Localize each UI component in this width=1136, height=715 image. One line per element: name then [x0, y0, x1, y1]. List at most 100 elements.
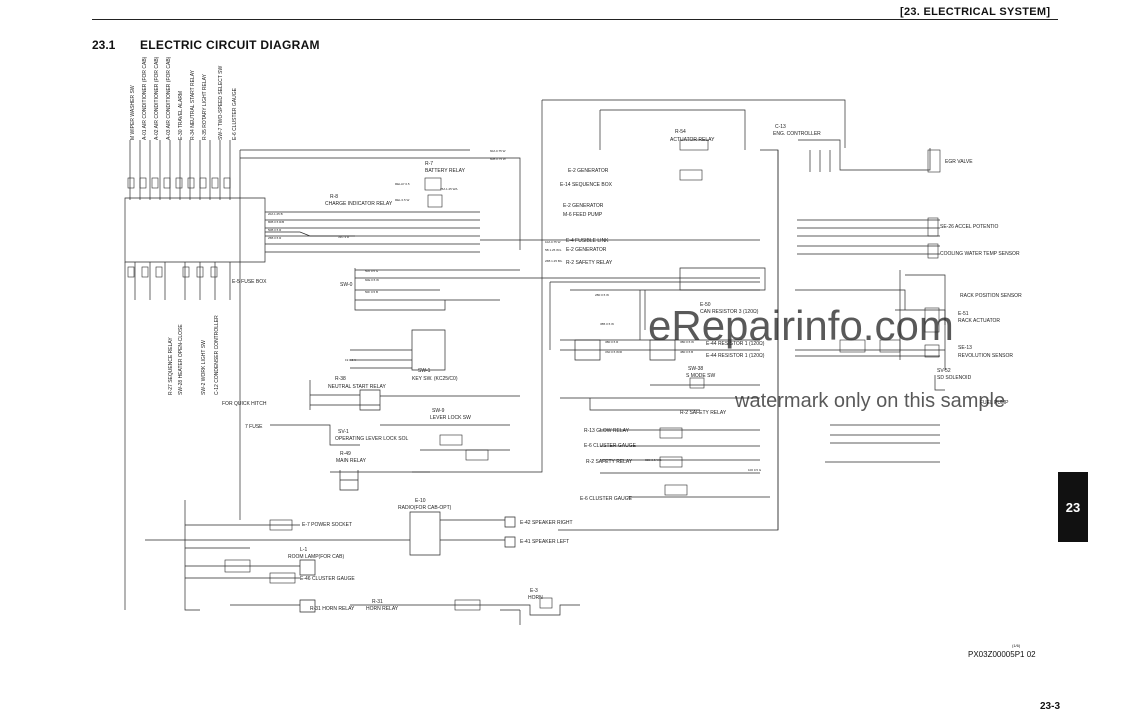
water-temp-label: COOLING WATER TEMP SENSOR: [940, 251, 1020, 257]
top-vertical-labels: M WIPER WASHER SW A-01 AIR CONDITIONER (…: [130, 56, 238, 140]
s-mode-label: S MODE SW: [686, 373, 715, 379]
resistor-a-label: E-44 RESISTOR 1 (120Ω): [706, 341, 765, 347]
wire-code: 10A 0.75 W: [545, 240, 561, 244]
section-title: ELECTRIC CIRCUIT DIAGRAM: [140, 38, 320, 52]
sw0-label: SW-0: [340, 282, 353, 288]
wire-code: 3S0 0.5 W/R: [605, 350, 623, 354]
chapter-title: [23. ELECTRICAL SYSTEM]: [900, 6, 1051, 18]
connector-boxes: [127, 139, 941, 611]
wire-code: 100 0.5 G: [748, 468, 762, 472]
generator-e2b-label: E-2 GENERATOR: [563, 203, 604, 209]
radio-id: E-10: [415, 498, 426, 504]
accel-potentio-label: SE-26 ACCEL POTENTIO: [940, 224, 999, 230]
left-label-2: SW-2 WORK LIGHT SW: [201, 340, 207, 395]
top-label-2: A-02 AIR CONDITIONER (FOR CAB): [154, 56, 160, 140]
chapter-tab[interactable]: 23: [1058, 472, 1088, 542]
speaker-left-label: E-41 SPEAKER LEFT: [520, 539, 569, 545]
main-relay-label: MAIN RELAY: [336, 458, 367, 464]
wire-code: 50B 0.5 R: [268, 228, 282, 232]
generator-e2c-label: E-2 GENERATOR: [566, 247, 607, 253]
fusible-link-label: E-4 FUSIBLE LINK: [566, 238, 609, 244]
top-label-4: E-30 TRAVEL ALARM: [178, 91, 184, 140]
wire-code: 26B 1.25 B/L: [545, 259, 563, 263]
wire-code: 50F 0.5 B: [365, 290, 378, 294]
actuator-relay-id: R-54: [675, 129, 686, 135]
horn-relay2-label: R-31 HORN RELAY: [310, 606, 355, 612]
charge-relay-id: R-8: [330, 194, 338, 200]
wire-code: 60B 0.75 W: [490, 157, 506, 161]
wire-code: 3B0 0.5 W: [680, 340, 694, 344]
eng-controller-label: ENG. CONTROLLER: [773, 131, 821, 137]
section-number: 23.1: [92, 38, 116, 52]
radio-label: RADIO(FOR CAB-OPT): [398, 505, 452, 511]
rack-sensor-label: RACK POSITION SENSOR: [960, 293, 1022, 299]
wire-codes: 60A 0.75 W 60B 0.75 W RELAY 0.5 75A 1.25…: [268, 149, 762, 472]
wire-code: 3B5 0.5 W: [600, 322, 614, 326]
wire-code: 4B0 0.5 B: [680, 350, 693, 354]
wire-code: REL 0.5 W: [395, 198, 410, 202]
quick-hitch-label: FOR QUICK HITCH: [222, 401, 267, 407]
wire-code: 500 0.5 G: [365, 269, 379, 273]
wire-code: 25B 0.5 R: [268, 236, 282, 240]
page-number: 23-3: [1040, 701, 1061, 712]
egr-valve-label: EGR VALVE: [945, 159, 973, 165]
wire-code: 5B 1.25 W/L: [545, 248, 562, 252]
cluster-gauge3-label: E-46 CLUSTER GAUGE: [300, 576, 355, 582]
horn-relay-id: R-31: [372, 599, 383, 605]
wire-code: 30D 0.5 Y/G: [645, 458, 662, 462]
s-mode-id: SW-38: [688, 366, 703, 372]
wiring: [124, 99, 946, 625]
cluster-gauge1-label: E-6 CLUSTER GAUGE: [584, 443, 637, 449]
top-label-3: A-03 AIR CONDITIONER (FOR CAB): [166, 56, 172, 140]
safety-relay3-label: R-2 SAFETY RELAY: [586, 459, 633, 465]
horn-relay-label: HORN RELAY: [366, 606, 399, 612]
sd-solenoid-id: SV-52: [937, 368, 951, 374]
left-label-1: SW-28 HEATER OPEN-CLOSE: [178, 324, 184, 395]
safety-relay2-label: R-2 SAFETY RELAY: [680, 410, 727, 416]
cluster-gauge2-label: E-6 CLUSTER GAUGE: [580, 496, 633, 502]
generator-e2-label: E-2 GENERATOR: [568, 168, 609, 174]
feed-pump-label: M-6 FEED PUMP: [563, 212, 603, 218]
neutral-start-label: NEUTRAL START RELAY: [328, 384, 386, 390]
battery-relay-id: R-7: [425, 161, 433, 167]
wire-code: 20A 1.25 B: [268, 212, 283, 216]
wire-code: 60A 0.75 W: [490, 149, 506, 153]
glow-relay-label: R-13 GLOW RELAY: [584, 428, 630, 434]
wire-code: 60E 0.5 W: [365, 278, 379, 282]
revolution-sensor-label: REVOLUTION SENSOR: [958, 353, 1013, 359]
fuse-box-label: E-5 FUSE BOX: [232, 279, 267, 285]
doc-id-superscript: (1/6): [1012, 643, 1021, 648]
safety-relay-label: R-2 SAFETY RELAY: [566, 260, 613, 266]
left-label-3: C-12 CONDENSER CONTROLLER: [214, 315, 220, 395]
main-relay-id: R-49: [340, 451, 351, 457]
left-label-0: R-27 SEQUENCE RELAY: [168, 337, 174, 395]
sd-solenoid-label: SD SOLENOID: [937, 375, 972, 381]
can-resistor-label: CAN RESISTOR 3 (120Ω): [700, 309, 759, 315]
op-lever-id: SV-1: [338, 429, 349, 435]
eng-controller-id: C-13: [775, 124, 786, 130]
horn-label: HORN: [528, 595, 543, 601]
watermark-domain: eRepairinfo.com: [648, 302, 954, 349]
can-resistor-id: E-50: [700, 302, 711, 308]
top-label-8: E-6 CLUSTER GAUGE: [232, 87, 238, 140]
top-label-6: R-35 ROTARY LIGHT RELAY: [202, 73, 208, 140]
component-labels: E-5 FUSE BOX R-7 BATTERY RELAY R-8 CHARG…: [222, 124, 1022, 612]
room-lamp-label: ROOM LAMP(FOR CAB): [288, 554, 344, 560]
wire-code: 31C 3 R: [338, 235, 350, 239]
top-label-5: R-34 NEUTRAL START RELAY: [190, 69, 196, 140]
room-lamp-id: L-1: [300, 547, 307, 553]
rack-actuator-id: E-51: [958, 311, 969, 317]
key-switch-id: SW-1: [418, 368, 431, 374]
top-label-1: A-01 AIR CONDITIONER (FOR CAB): [142, 56, 148, 140]
wire-code: RELAY 0.5: [395, 182, 410, 186]
charge-relay-label: CHARGE INDICATOR RELAY: [325, 201, 393, 207]
revolution-sensor-id: SE-13: [958, 345, 972, 351]
fuel-pump-label: FUEL PUMP: [980, 400, 1009, 406]
speaker-right-label: E-42 SPEAKER RIGHT: [520, 520, 573, 526]
watermark-notice: watermark only on this sample: [734, 390, 1005, 412]
left-vertical-labels: R-27 SEQUENCE RELAY SW-28 HEATER OPEN-CL…: [168, 315, 220, 395]
horn-id: E-3: [530, 588, 538, 594]
doc-id: PX03Z00005P1 02: [968, 650, 1036, 659]
op-lever-label: OPERATING LEVER LOCK SOL: [335, 436, 408, 442]
